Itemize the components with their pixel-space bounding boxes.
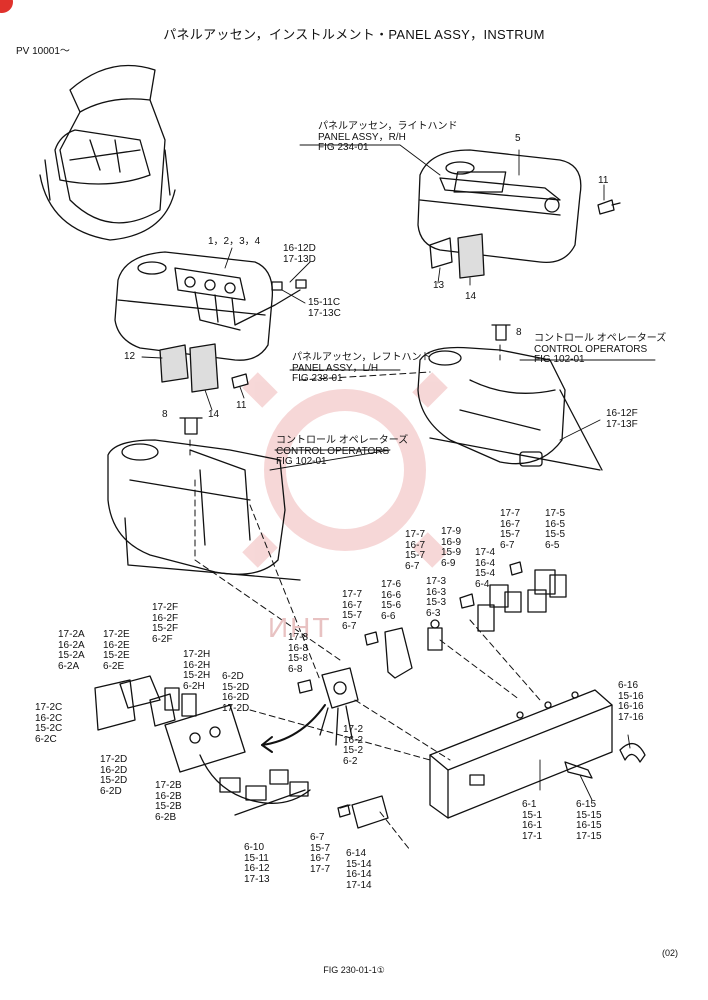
- part-label-group: 6-2D 15-2D 16-2D 17-2D: [222, 671, 250, 714]
- part-label-group: 6-10 15-11 16-12 17-13: [244, 842, 270, 885]
- part-label-group: 17-2A 16-2A 15-2A 6-2A: [58, 629, 85, 672]
- callout-panel-rh: パネルアッセン，ライトハンド PANEL ASSY，R/H FIG 234-01: [318, 121, 458, 153]
- part-label-group: 17-2 16-2 15-2 6-2: [343, 724, 364, 767]
- switch-6-2h: [149, 693, 176, 727]
- part-label: 14: [465, 291, 477, 302]
- left-control-housing: [107, 439, 301, 581]
- part-label: 8: [516, 327, 522, 338]
- bracket-6-6: [384, 627, 413, 679]
- part-label-group: 17-6 16-6 15-6 6-6: [381, 579, 402, 622]
- callout-control-ops-left: コントロール オペレーターズ CONTROL OPERATORS FIG 102…: [276, 435, 409, 467]
- right-control-housing: [417, 346, 603, 471]
- part-label: 11: [236, 400, 247, 411]
- connector-6-14: [339, 795, 389, 829]
- switch-6-2e: [119, 675, 161, 709]
- screw-6-7-mid: [364, 631, 379, 646]
- clip-6-15: [564, 761, 593, 779]
- page-code: (02): [661, 948, 678, 958]
- screw-6-7-upper: [509, 561, 523, 576]
- panel-6-2d: [164, 704, 246, 773]
- part-label: 16-12D 17-13D: [283, 243, 316, 265]
- part-label-group: 17-2E 16-2E 15-2E 6-2E: [103, 629, 130, 672]
- left-panel-assembly: [114, 251, 307, 361]
- part-label-group: 17-3 16-3 15-3 6-3: [426, 576, 447, 619]
- plate-14-mid: [189, 343, 219, 393]
- plate-12: [159, 344, 189, 383]
- part-label: 8: [162, 409, 168, 420]
- callout-control-ops-right: コントロール オペレーターズ CONTROL OPERATORS FIG 102…: [534, 333, 667, 365]
- screw-6-8: [297, 679, 313, 694]
- screw-11-top: [597, 199, 621, 215]
- switch-bracket-6-2a: [94, 679, 136, 731]
- part-label: 1，2，3，4: [208, 236, 261, 247]
- part-label-group: 17-5 16-5 15-5 6-5: [545, 508, 566, 551]
- relay-group-6-5: [527, 569, 567, 613]
- bolt-8-right: [491, 324, 511, 341]
- part-label-group: 17-4 16-4 15-4 6-4: [475, 547, 496, 590]
- part-label-group: 6-15 15-15 16-15 17-15: [576, 799, 602, 842]
- clip-6-16: [619, 743, 646, 763]
- bolt-8-left: [179, 417, 203, 435]
- direction-arrow-icon: [261, 704, 326, 753]
- screw-11-mid: [231, 373, 249, 389]
- part-label: 16-12F 17-13F: [606, 408, 638, 430]
- part-label: 5: [515, 133, 521, 144]
- figure-number: FIG 230-01-1①: [323, 965, 385, 975]
- corner-badge: 15: [0, 0, 24, 13]
- part-label-group: 17-8 16-8 15-8 6-8: [288, 632, 309, 675]
- part-label-group: 17-2H 16-2H 15-2H 6-2H: [183, 649, 211, 692]
- screw-6-7-low: [337, 804, 351, 818]
- part-label-group: 17-2C 16-2C 15-2C 6-2C: [35, 702, 63, 745]
- part-label: 15-11C 17-13C: [308, 297, 341, 319]
- part-label-group: 17-7 16-7 15-7 6-7: [342, 589, 363, 632]
- serial-range: PV 10001～: [16, 46, 70, 57]
- right-panel-assembly: [417, 149, 582, 264]
- cab-thumbnail-icon: [39, 64, 176, 241]
- part-label: 11: [598, 175, 609, 186]
- plate-14-top: [457, 233, 485, 279]
- part-label-group: 17-9 16-9 15-9 6-9: [441, 526, 462, 569]
- plate-13: [429, 237, 453, 269]
- main-frame-bracket: [429, 689, 613, 819]
- watermark-gear-icon: [242, 372, 448, 568]
- screw-6-9: [459, 593, 475, 609]
- part-label-group: 17-7 16-7 15-7 6-7: [405, 529, 426, 572]
- switch-6-3: [427, 619, 443, 651]
- relay-group-6-4: [477, 584, 522, 632]
- watermark-text: ИНТ: [268, 612, 332, 643]
- part-label-group: 6-16 15-16 16-16 17-16: [618, 680, 644, 723]
- harness-6-10: [199, 754, 311, 816]
- part-label: 12: [124, 351, 136, 362]
- switch-6-2f: [164, 687, 197, 717]
- part-label: 13: [433, 280, 445, 291]
- part-label-group: 6-14 15-14 16-14 17-14: [346, 848, 372, 891]
- part-label-group: 17-2B 16-2B 15-2B 6-2B: [155, 780, 182, 823]
- sensor-6-2: [319, 667, 359, 746]
- part-label-group: 6-7 15-7 16-7 17-7: [310, 832, 331, 875]
- part-label-group: 17-2D 16-2D 15-2D 6-2D: [100, 754, 128, 797]
- part-label-group: 17-2F 16-2F 15-2F 6-2F: [152, 602, 179, 645]
- callout-panel-lh: パネルアッセン，レフトハンド PANEL ASSY，L/H FIG 238-01: [292, 352, 432, 384]
- part-label-group: 6-1 15-1 16-1 17-1: [522, 799, 543, 842]
- part-label: 14: [208, 409, 220, 420]
- part-label-group: 17-7 16-7 15-7 6-7: [500, 508, 521, 551]
- page-title: パネルアッセン，インストルメント・PANEL ASSY，INSTRUM: [163, 27, 545, 42]
